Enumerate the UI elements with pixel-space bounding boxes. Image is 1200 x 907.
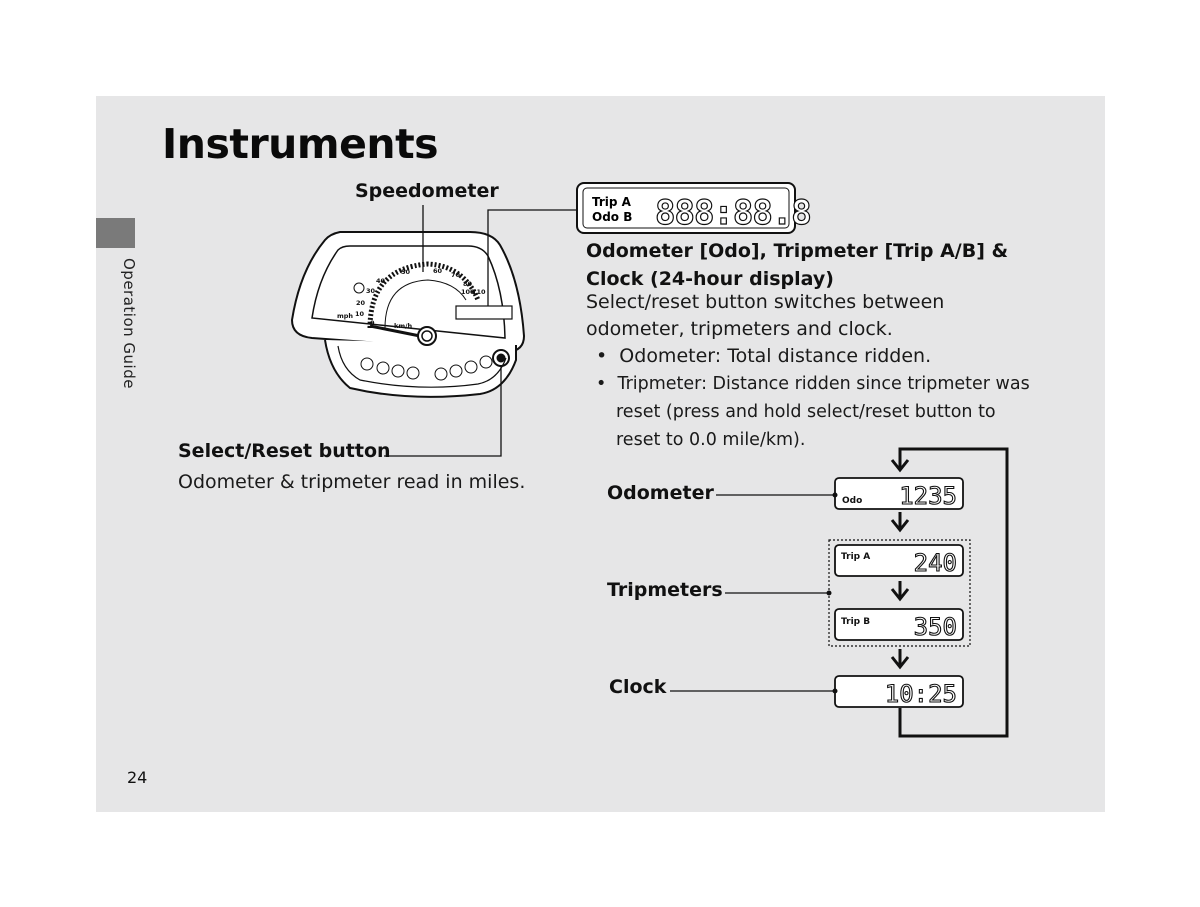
bullet-odometer: • Odometer: Total distance ridden. (596, 345, 931, 367)
clock-leader-dot (832, 688, 838, 694)
leader-lines-cluster (384, 205, 577, 457)
trip-a-display (834, 544, 964, 577)
arrow-down-icon (890, 452, 910, 473)
cluster-lower-inner (337, 345, 507, 388)
speed-needle (369, 324, 426, 339)
indicator-light-3 (391, 364, 405, 378)
speedometer-label: Speedometer (355, 180, 499, 202)
mph-tick-0: 0 (370, 319, 375, 327)
gauge-scale-text: mph km/h 0 10 20 30 40 50 60 70 80 100 1… (337, 267, 486, 330)
section-tab (96, 218, 135, 248)
select-reset-note: Odometer & tripmeter read in miles. (178, 471, 526, 493)
mph-tick-60: 60 (433, 267, 443, 275)
odometer-heading-line1: Odometer [Odo], Tripmeter [Trip A/B] & (586, 240, 1009, 262)
bullet-dot: • (596, 345, 620, 367)
big-lcd-display: Trip A Odo B 888:88.8 (576, 182, 812, 234)
odometer-label: Odometer (607, 482, 714, 504)
bullet-tripmeter: • Tripmeter: Distance ridden since tripm… (596, 374, 1030, 394)
select-reset-button-center (496, 353, 506, 363)
cluster-lower-housing (324, 339, 517, 398)
outer-tick-100: 100 (461, 288, 475, 296)
description-line1: Select/reset button switches between (586, 291, 945, 313)
trip-b-mode-text: Trip B (841, 617, 870, 627)
indicator-light-2 (376, 361, 390, 375)
bullet-odometer-text: Odometer: Total distance ridden. (619, 345, 932, 367)
mph-unit-label: mph (337, 312, 353, 320)
odometer-leader-dot (832, 492, 838, 498)
tripmeters-label: Tripmeters (607, 579, 723, 601)
cycle-loop-line (898, 447, 1009, 738)
instrument-cluster (290, 231, 526, 398)
speed-arc (367, 261, 481, 329)
display-leader (487, 209, 577, 306)
big-lcd-digits: 888:88.8 (655, 193, 811, 233)
description-line2: odometer, tripmeters and clock. (586, 318, 893, 340)
section-label: Operation Guide (120, 258, 138, 389)
outer-tick-80: 80 (463, 280, 473, 288)
cycle-display-text: Odo 1235 Trip A 240 Trip B 350 10:25 (841, 481, 958, 708)
big-lcd-frame (576, 182, 796, 234)
page-number: 24 (127, 768, 148, 787)
bullet-tripmeter-line3: reset to 0.0 mile/km). (616, 430, 806, 450)
kmh-unit-label: km/h (394, 322, 412, 330)
arrow-down-icon (890, 581, 910, 602)
indicator-light-7 (464, 360, 478, 374)
arrow-down-icon (890, 649, 910, 670)
mph-tick-20: 20 (356, 299, 366, 307)
select-reset-label: Select/Reset button (178, 440, 391, 462)
fuel-gauge-icon (353, 282, 365, 294)
big-lcd-mode-line2: Odo B (592, 210, 632, 224)
big-lcd-mode-line1: Trip A (592, 195, 632, 209)
clock-label: Clock (609, 676, 667, 698)
indicator-light-4 (406, 366, 420, 380)
mph-tick-50: 50 (401, 268, 411, 276)
bullet-tripmeter-text: Tripmeter: Distance ridden since tripmet… (617, 374, 1030, 394)
needle-hub-inner (421, 330, 433, 342)
mph-tick-70: 70 (451, 271, 461, 279)
tripmeters-leader-dot (826, 590, 832, 596)
cluster-bezel (311, 245, 506, 339)
needle-hub (417, 326, 437, 346)
page-title: Instruments (162, 120, 439, 168)
bullet-dot: • (596, 374, 618, 394)
indicator-light-6 (449, 364, 463, 378)
trip-b-display (834, 608, 964, 641)
trip-b-value: 350 (914, 613, 957, 641)
bullet-tripmeter-line2: reset (press and hold select/reset butto… (616, 402, 996, 422)
odometer-value: 1235 (899, 482, 957, 510)
odometer-heading-line2: Clock (24-hour display) (586, 268, 834, 290)
outer-tick-110: 110 (472, 288, 486, 296)
speed-arc-inner (384, 279, 467, 329)
trip-a-mode-text: Trip A (841, 552, 870, 562)
select-reset-leader (384, 366, 502, 457)
mph-tick-30: 30 (366, 287, 376, 295)
indicator-light-1 (360, 357, 374, 371)
mph-tick-10: 10 (355, 310, 365, 318)
trip-a-value: 240 (914, 549, 957, 577)
cluster-lcd (455, 305, 513, 320)
odometer-mode-text: Odo (842, 496, 862, 506)
arrow-down-icon (890, 512, 910, 533)
cycle-diagram (670, 447, 1009, 738)
neutral-indicator-light (434, 367, 448, 381)
indicator-light-8 (479, 355, 493, 369)
big-lcd-inner (582, 187, 790, 229)
clock-value: 10:25 (885, 680, 957, 708)
mph-tick-40: 40 (376, 277, 386, 285)
